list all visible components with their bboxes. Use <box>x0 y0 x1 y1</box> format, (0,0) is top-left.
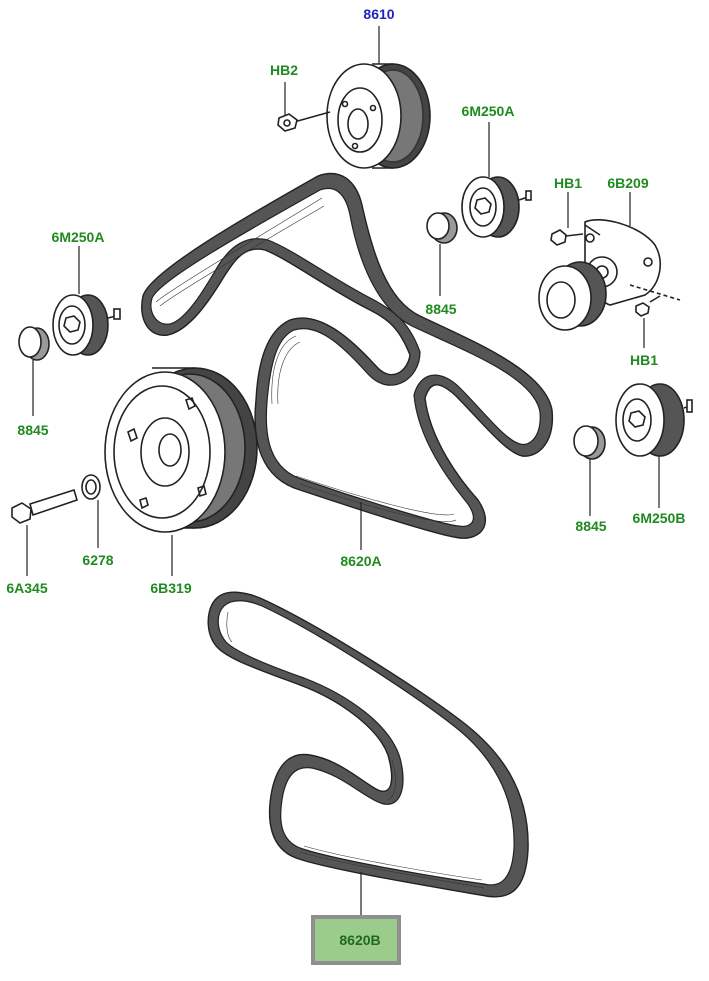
highlighted-part-8620b[interactable]: 8620B <box>311 915 401 965</box>
label-8845-right: 8845 <box>575 518 607 534</box>
label-hb1-top: HB1 <box>553 175 583 191</box>
belt-8620b <box>207 591 529 898</box>
pulley-8610 <box>326 63 431 169</box>
belt-8620a <box>141 172 554 539</box>
label-6b319: 6B319 <box>150 580 192 596</box>
label-6278: 6278 <box>82 552 114 568</box>
label-hb1-bottom: HB1 <box>629 352 659 368</box>
label-8620a: 8620A <box>340 553 382 569</box>
label-hb2: HB2 <box>269 62 299 78</box>
label-8845-left: 8845 <box>17 422 49 438</box>
tensioner-6b209 <box>538 218 681 331</box>
label-8845-mid: 8845 <box>425 301 457 317</box>
spacer-8845-right <box>573 425 606 460</box>
bolt-hb1-bottom <box>635 295 661 317</box>
tensioner-6m250a-left <box>52 294 121 356</box>
bolt-6a345 <box>11 488 78 524</box>
label-8610: 8610 <box>363 6 395 22</box>
bolt-hb2 <box>277 111 331 132</box>
tensioner-6m250a-top <box>461 176 532 238</box>
label-6b209: 6B209 <box>607 175 649 191</box>
tensioner-6m250b <box>615 383 693 457</box>
spacer-8845-mid <box>426 212 458 244</box>
label-6a345: 6A345 <box>6 580 48 596</box>
leader-lines <box>26 26 660 916</box>
label-6m250a-top: 6M250A <box>461 103 515 119</box>
label-6m250a-left: 6M250A <box>51 229 105 245</box>
damper-6b319 <box>104 367 258 533</box>
label-8620b: 8620B <box>339 932 381 948</box>
washer-6278 <box>81 474 101 500</box>
spacer-8845-left <box>18 326 50 361</box>
label-6m250b: 6M250B <box>632 510 686 526</box>
bolt-hb1-top <box>550 229 584 246</box>
